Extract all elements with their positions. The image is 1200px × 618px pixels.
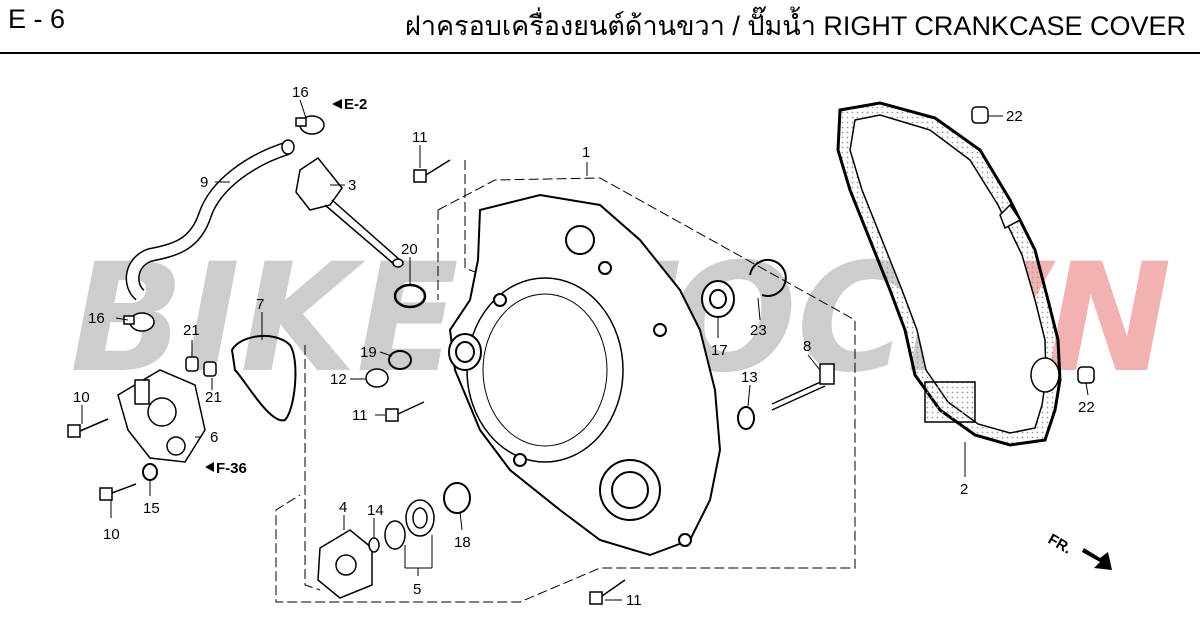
front-direction-arrow	[1082, 548, 1112, 570]
page-title: ฝาครอบเครื่องยนต์ด้านขวา / ปั๊มน้ำ RIGHT…	[405, 11, 1186, 41]
callout-16a: 16	[292, 84, 309, 101]
callout-11-top: 11	[412, 129, 428, 146]
bolt-10-lower	[99, 483, 137, 501]
callout-22-bottom: 22	[1078, 399, 1095, 416]
coolant-hose	[125, 139, 295, 301]
mechanical-seal-set	[384, 499, 435, 550]
crankcase-cover-gasket	[836, 101, 1062, 447]
dowel-pin-22-bottom	[1077, 366, 1095, 384]
callout-8: 8	[803, 338, 811, 355]
callout-7: 7	[256, 296, 264, 313]
callout-23: 23	[750, 322, 767, 339]
callout-21a: 21	[183, 322, 200, 339]
washer-15	[142, 463, 158, 481]
callout-18: 18	[454, 534, 471, 551]
circlip-23	[749, 258, 787, 297]
section-references: E-2 F-36 FR.	[205, 96, 1074, 558]
leader-lines	[81, 99, 1089, 601]
right-crankcase-cover	[448, 193, 722, 557]
callout-17: 17	[711, 342, 728, 359]
bolt-11-middle	[385, 401, 425, 422]
hose-clamp-upper	[295, 115, 325, 135]
callout-3: 3	[348, 177, 356, 194]
bearing-17	[701, 280, 735, 318]
callout-4: 4	[339, 499, 347, 516]
bolt-11-bottom	[589, 579, 626, 605]
water-pump-impeller	[317, 529, 373, 599]
dowel-pin-21b	[203, 361, 217, 377]
oil-seal-18	[443, 482, 471, 514]
callout-9: 9	[200, 174, 208, 191]
washer-14	[368, 537, 380, 553]
callout-14: 14	[367, 502, 384, 519]
callout-6: 6	[210, 429, 218, 446]
oil-dipstick	[295, 156, 404, 268]
water-pump-cover	[117, 369, 206, 463]
callout-16b: 16	[88, 310, 105, 327]
plug-12	[365, 368, 389, 388]
o-ring-20	[393, 283, 427, 309]
callout-1: 1	[582, 144, 590, 161]
callout-10-upper: 10	[73, 389, 90, 406]
hose-clamp-lower	[123, 312, 155, 332]
callout-13: 13	[741, 369, 758, 386]
callout-labels: 16 9 3 11 1 20 7 16 21 21 19 12 11 10 6 …	[73, 84, 1095, 609]
callout-10-lower: 10	[103, 526, 120, 543]
washer-13	[737, 406, 755, 430]
section-code: E - 6	[8, 4, 66, 34]
callout-21b: 21	[205, 389, 222, 406]
ref-e2: E-2	[344, 96, 367, 113]
callout-15: 15	[143, 500, 160, 517]
o-ring-19	[388, 350, 412, 370]
callout-5: 5	[413, 581, 421, 598]
callout-11-bottom: 11	[626, 592, 642, 609]
bolt-10-upper	[67, 418, 109, 438]
ref-f36: F-36	[216, 460, 247, 477]
callout-22-top: 22	[1006, 108, 1023, 125]
callout-19: 19	[360, 344, 377, 361]
header-divider	[0, 52, 1200, 54]
bolt-11-top	[413, 159, 451, 183]
callout-12: 12	[330, 371, 347, 388]
callout-11-middle: 11	[352, 407, 368, 424]
water-pump-shaft	[771, 363, 835, 411]
dowel-pin-22-top	[971, 106, 989, 124]
front-marker-text: FR.	[1045, 531, 1074, 558]
callout-2: 2	[960, 481, 968, 498]
dowel-pin-21a	[185, 356, 199, 372]
callout-20: 20	[401, 241, 418, 258]
